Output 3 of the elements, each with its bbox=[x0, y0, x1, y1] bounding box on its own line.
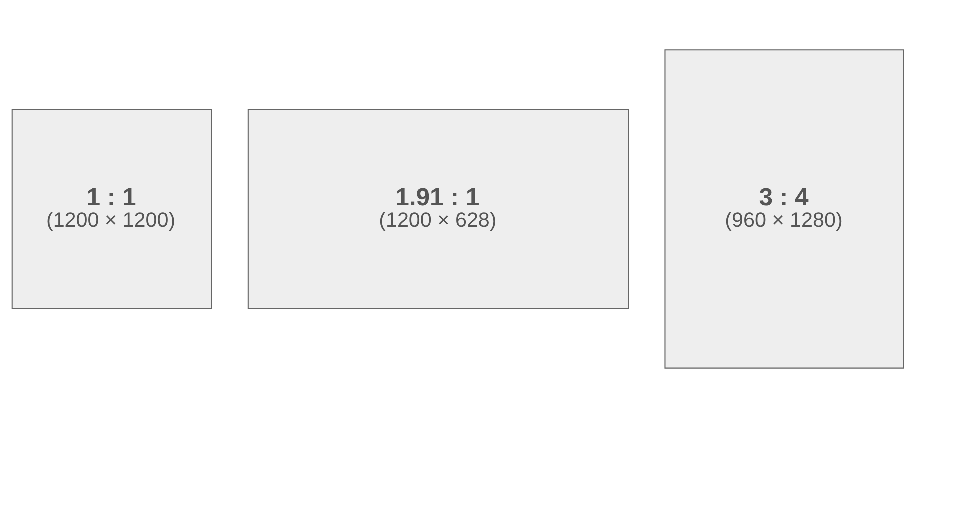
node-box: 3 : 4 (960 × 1280) bbox=[664, 49, 904, 368]
node-box: 1 : 1 (1200 × 1200) bbox=[12, 108, 212, 309]
node-box: 1.91 : 1 (1200 × 628) bbox=[248, 108, 630, 309]
